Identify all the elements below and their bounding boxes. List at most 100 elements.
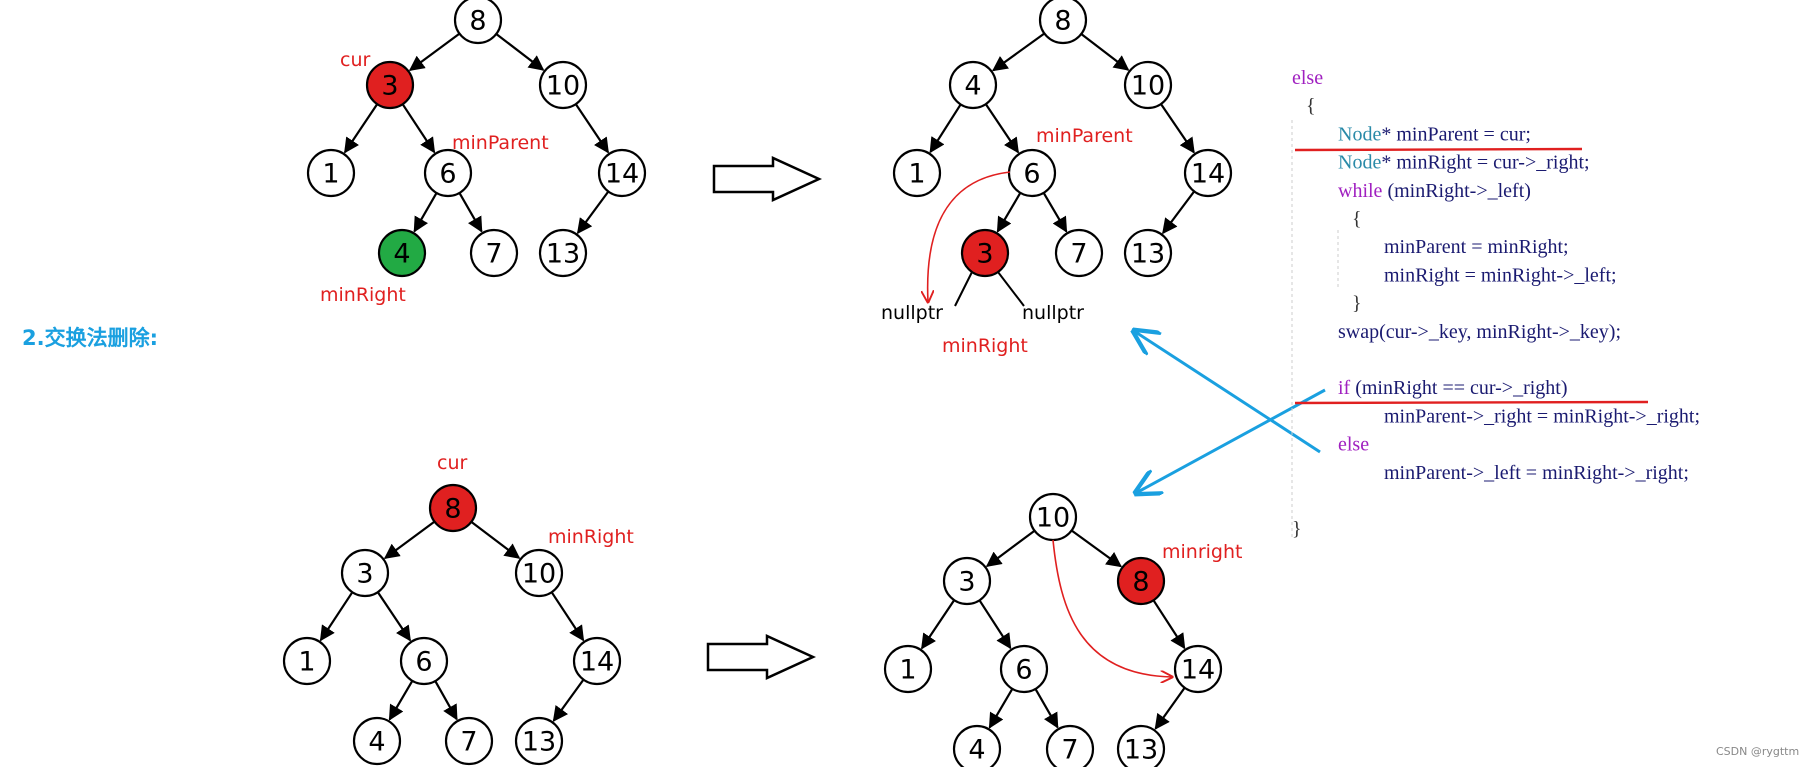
tree-node-label: 4: [968, 735, 985, 766]
code-line: if (minRight == cur->_right): [1338, 377, 1568, 399]
red-underline-minparent: [1294, 147, 1583, 152]
tree-edge: [1152, 599, 1186, 650]
tree-node-label: 10: [1131, 71, 1165, 102]
tree-node-1: [282, 636, 332, 686]
tree-node-label: 1: [908, 159, 925, 190]
tree-node-label: 6: [415, 647, 432, 678]
label-minright-bottom-right: minright: [1162, 541, 1242, 563]
code-token: swap(cur->_key, minRight->_key);: [1338, 321, 1621, 343]
tree-edge: [988, 688, 1014, 729]
code-token: minParent = minRight;: [1384, 236, 1569, 258]
tree-node-13: [538, 228, 588, 278]
tree-node-label: 7: [460, 727, 477, 758]
tree-node-label: 7: [1061, 735, 1078, 766]
code-token: * minParent = cur;: [1381, 123, 1531, 145]
tree-edge: [1154, 687, 1186, 730]
tree-edge: [1080, 33, 1130, 71]
tree-node-label: 6: [1023, 159, 1040, 190]
tree-node-label: 8: [1132, 567, 1149, 598]
blue-arrow-to-bottom: [1136, 388, 1326, 493]
code-line: minParent->_left = minRight->_right;: [1384, 462, 1689, 484]
code-line: minParent->_right = minRight->_right;: [1384, 405, 1700, 427]
tree-edge: [383, 520, 436, 560]
tree-edge: [319, 591, 354, 642]
tree-node-8: [1116, 556, 1166, 606]
tree-edge: [344, 103, 379, 154]
tree-node-label: 10: [1036, 503, 1070, 534]
tree-node-label: 1: [322, 159, 339, 190]
tree-edge: [1042, 192, 1068, 233]
code-panel: else { Node* minParent = cur; Node* minRigh…: [1291, 67, 1700, 540]
tree-node-label: 14: [1191, 159, 1225, 190]
tree-node-label: 6: [439, 159, 456, 190]
tree-edge: [552, 678, 585, 723]
code-token: * minRight = cur->_right;: [1381, 152, 1589, 174]
tree-node-7: [1045, 724, 1095, 767]
tree-node-label: 1: [899, 655, 916, 686]
tree-node-label: 10: [546, 71, 580, 102]
tree-edge: [576, 190, 610, 235]
code-token: minParent->_right = minRight->_right;: [1384, 405, 1700, 427]
code-token: (minRight->_left): [1382, 180, 1530, 202]
tree-edge: [992, 32, 1045, 72]
tree-node-10: [514, 548, 564, 598]
tree-node-label: 14: [605, 159, 639, 190]
tree-edge: [458, 192, 483, 233]
code-line: minParent = minRight;: [1384, 236, 1569, 258]
swap-curve-arrow-bottom: [1052, 539, 1172, 677]
tree-edge: [984, 103, 1019, 154]
tree-edge: [495, 33, 545, 71]
tree-node-14: [572, 636, 622, 686]
tree-edge: [388, 680, 414, 721]
label-cur-top-left: cur: [340, 49, 370, 71]
label-minparent-top-left: minParent: [452, 132, 549, 154]
tree-node-8: [1038, 0, 1088, 45]
tree-edge: [470, 520, 521, 559]
tree-node-label: 13: [546, 239, 580, 270]
tree-node-6: [999, 644, 1049, 694]
tree-edge: [401, 103, 436, 154]
code-line: }: [1352, 293, 1362, 315]
tree-node-14: [597, 148, 647, 198]
code-token: if: [1338, 377, 1351, 399]
tree-node-8: [428, 483, 478, 533]
section-title: 2.交换法删除:: [22, 326, 158, 350]
tree-node-label: 3: [958, 567, 975, 598]
tree-node-6: [423, 148, 473, 198]
label-minright-bottom-left: minRight: [548, 526, 634, 548]
tree-node-label: 7: [485, 239, 502, 270]
tree-node-label: 8: [444, 494, 461, 525]
tree-node-4: [948, 60, 998, 110]
tree-edge: [929, 103, 962, 154]
code-line: while (minRight->_left): [1338, 180, 1531, 202]
label-minright-top-left: minRight: [320, 284, 406, 306]
code-token: else: [1292, 67, 1323, 89]
label-nullptr-left: nullptr: [881, 302, 943, 324]
watermark: CSDN @rygttm: [1716, 745, 1799, 758]
tree-node-3: [340, 548, 390, 598]
tree-node-3: [365, 60, 415, 110]
tree-node-label: 8: [469, 6, 486, 37]
code-line: else: [1292, 67, 1323, 89]
code-token: while: [1338, 180, 1383, 202]
nullptr-link: [997, 271, 1025, 307]
label-minright-top-right: minRight: [942, 335, 1028, 357]
tree-node-label: 3: [976, 239, 993, 270]
transform-arrow-top: [712, 156, 823, 202]
tree-edge: [996, 192, 1022, 233]
tree-node-label: 3: [381, 71, 398, 102]
tree-edge: [413, 192, 438, 233]
tree-node-4: [952, 724, 1002, 767]
code-token: }: [1292, 518, 1302, 540]
code-line: Node* minParent = cur;: [1338, 123, 1531, 145]
tree-edge: [550, 591, 585, 642]
tree-edge: [434, 680, 458, 721]
tree-edge: [1162, 190, 1196, 235]
code-line: Node* minRight = cur->_right;: [1338, 152, 1590, 174]
code-token: {: [1352, 208, 1362, 230]
tree-node-label: 10: [522, 559, 556, 590]
nullptr-link: [954, 271, 973, 307]
code-line: {: [1306, 95, 1316, 117]
